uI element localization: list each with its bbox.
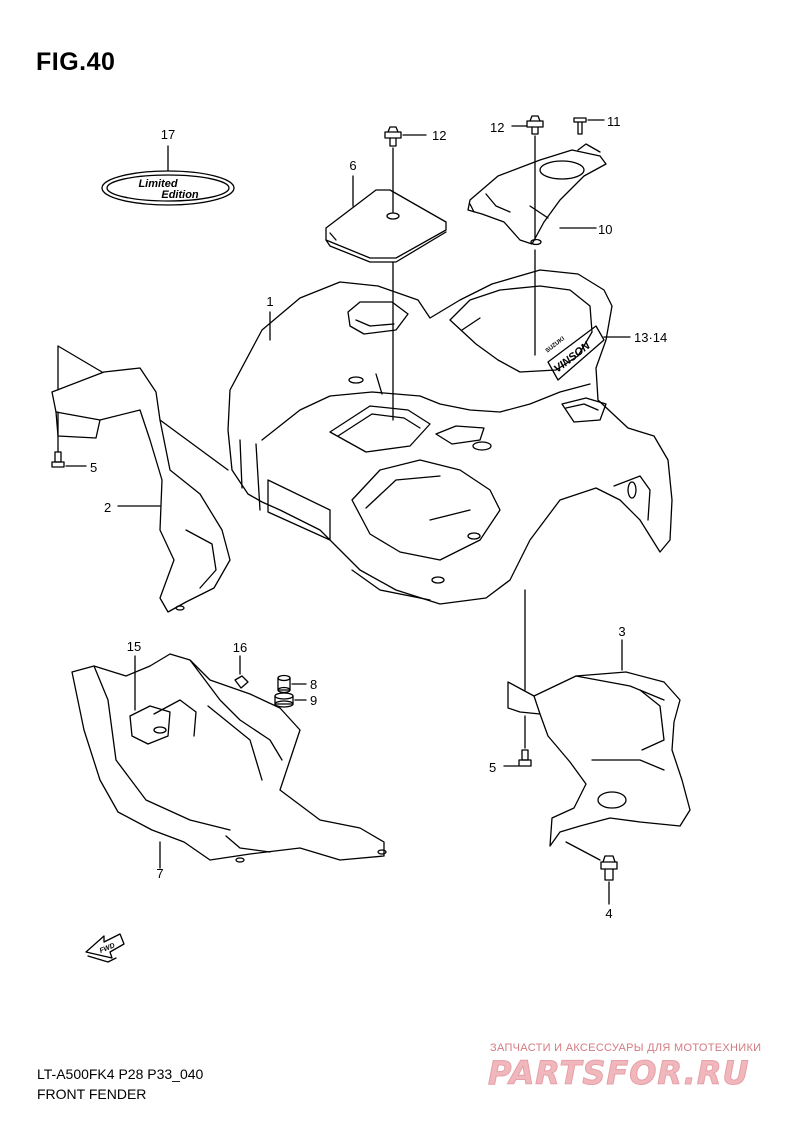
model-code: LT-A500FK4 P28 P33_040 — [37, 1066, 204, 1082]
right-inner-panel-3 — [507, 671, 691, 847]
nut-16 — [234, 675, 249, 689]
watermark-tagline: ЗАПЧАСТИ И АКСЕССУАРЫ ДЛЯ МОТОТЕХНИКИ — [490, 1042, 762, 1054]
cushion-9 — [274, 692, 294, 708]
bolt-12-left — [384, 126, 402, 147]
grommet-8 — [277, 674, 291, 694]
bolt-12-right — [526, 115, 544, 135]
callout-5-left: 5 — [90, 460, 97, 475]
front-guard-7 — [71, 653, 387, 863]
figure-caption: FRONT FENDER — [37, 1086, 147, 1102]
figure-title: FIG.40 — [36, 48, 116, 76]
callout-1: 1 — [266, 294, 273, 309]
handlebar-cover-10 — [467, 143, 607, 246]
front-fender-1 — [227, 269, 673, 605]
callout-5-right: 5 — [489, 760, 496, 775]
vinson-decal: VINSON SUZUKI — [545, 325, 605, 381]
screw-11 — [573, 117, 587, 135]
callout-8: 8 — [310, 677, 317, 692]
callout-15: 15 — [127, 639, 141, 654]
callout-4: 4 — [605, 906, 612, 921]
callout-13-14: 13·14 — [634, 330, 667, 345]
callout-7: 7 — [156, 866, 163, 881]
callout-2: 2 — [104, 500, 111, 515]
bolt-4 — [600, 855, 618, 881]
decal-text-suzuki: SUZUKI — [545, 336, 567, 355]
fender-lid-6 — [325, 189, 447, 263]
forward-arrow-icon: FWD — [85, 933, 125, 963]
callout-12-left: 12 — [432, 128, 446, 143]
callout-16: 16 — [233, 640, 247, 655]
callout-11: 11 — [607, 114, 621, 129]
left-inner-panel-2 — [51, 345, 231, 613]
callout-9: 9 — [310, 693, 317, 708]
emblem-text-edition: Edition — [161, 189, 199, 201]
emblem-text-limited: Limited — [138, 178, 177, 190]
watermark-logo: PARTSFOR.RU — [487, 1054, 750, 1093]
screw-5-left — [51, 451, 65, 468]
limited-edition-emblem: Limited Edition — [101, 170, 235, 206]
callout-3: 3 — [618, 624, 625, 639]
callout-6: 6 — [349, 158, 356, 173]
callout-12-right: 12 — [490, 120, 504, 135]
callout-10: 10 — [598, 222, 612, 237]
screw-5-right — [518, 749, 532, 767]
callout-17: 17 — [161, 127, 175, 142]
